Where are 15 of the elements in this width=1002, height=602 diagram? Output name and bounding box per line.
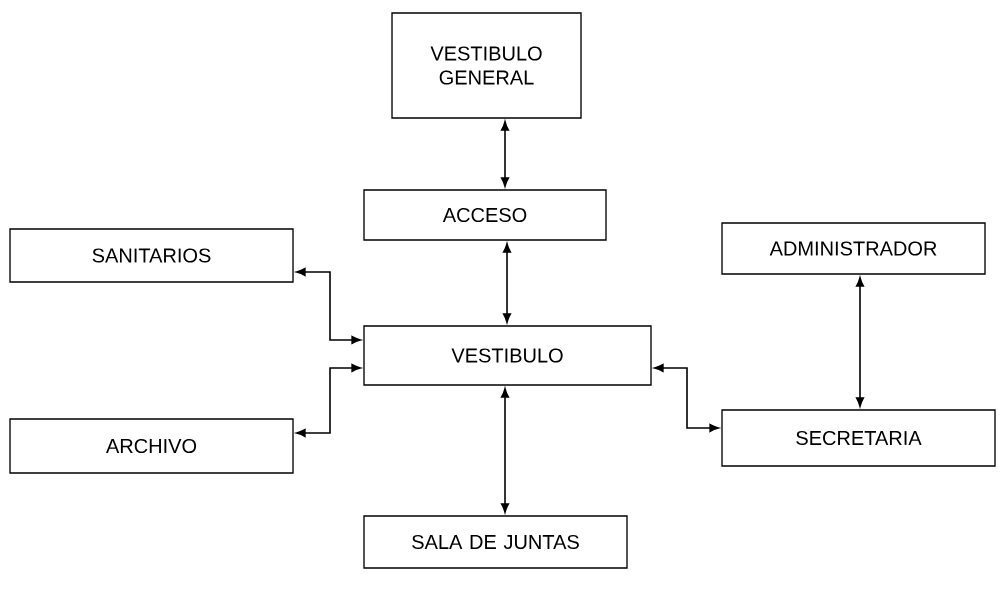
arrow bbox=[502, 243, 512, 323]
arrow bbox=[855, 277, 865, 407]
room-box: ACCESO bbox=[363, 189, 607, 241]
arrow bbox=[296, 267, 361, 345]
room-box: SECRETARIA bbox=[721, 409, 996, 467]
room-box: SANITARIOS bbox=[9, 228, 294, 283]
room-box: ADMINISTRADOR bbox=[721, 222, 986, 275]
arrow bbox=[296, 363, 361, 438]
room-box: VESTIBULO GENERAL bbox=[391, 12, 582, 119]
arrow bbox=[500, 388, 510, 513]
room-box: SALA DE JUNTAS bbox=[363, 515, 628, 569]
arrow bbox=[500, 121, 510, 187]
arrow bbox=[654, 363, 719, 433]
room-box: ARCHIVO bbox=[9, 418, 294, 474]
room-box: VESTIBULO bbox=[363, 325, 652, 386]
